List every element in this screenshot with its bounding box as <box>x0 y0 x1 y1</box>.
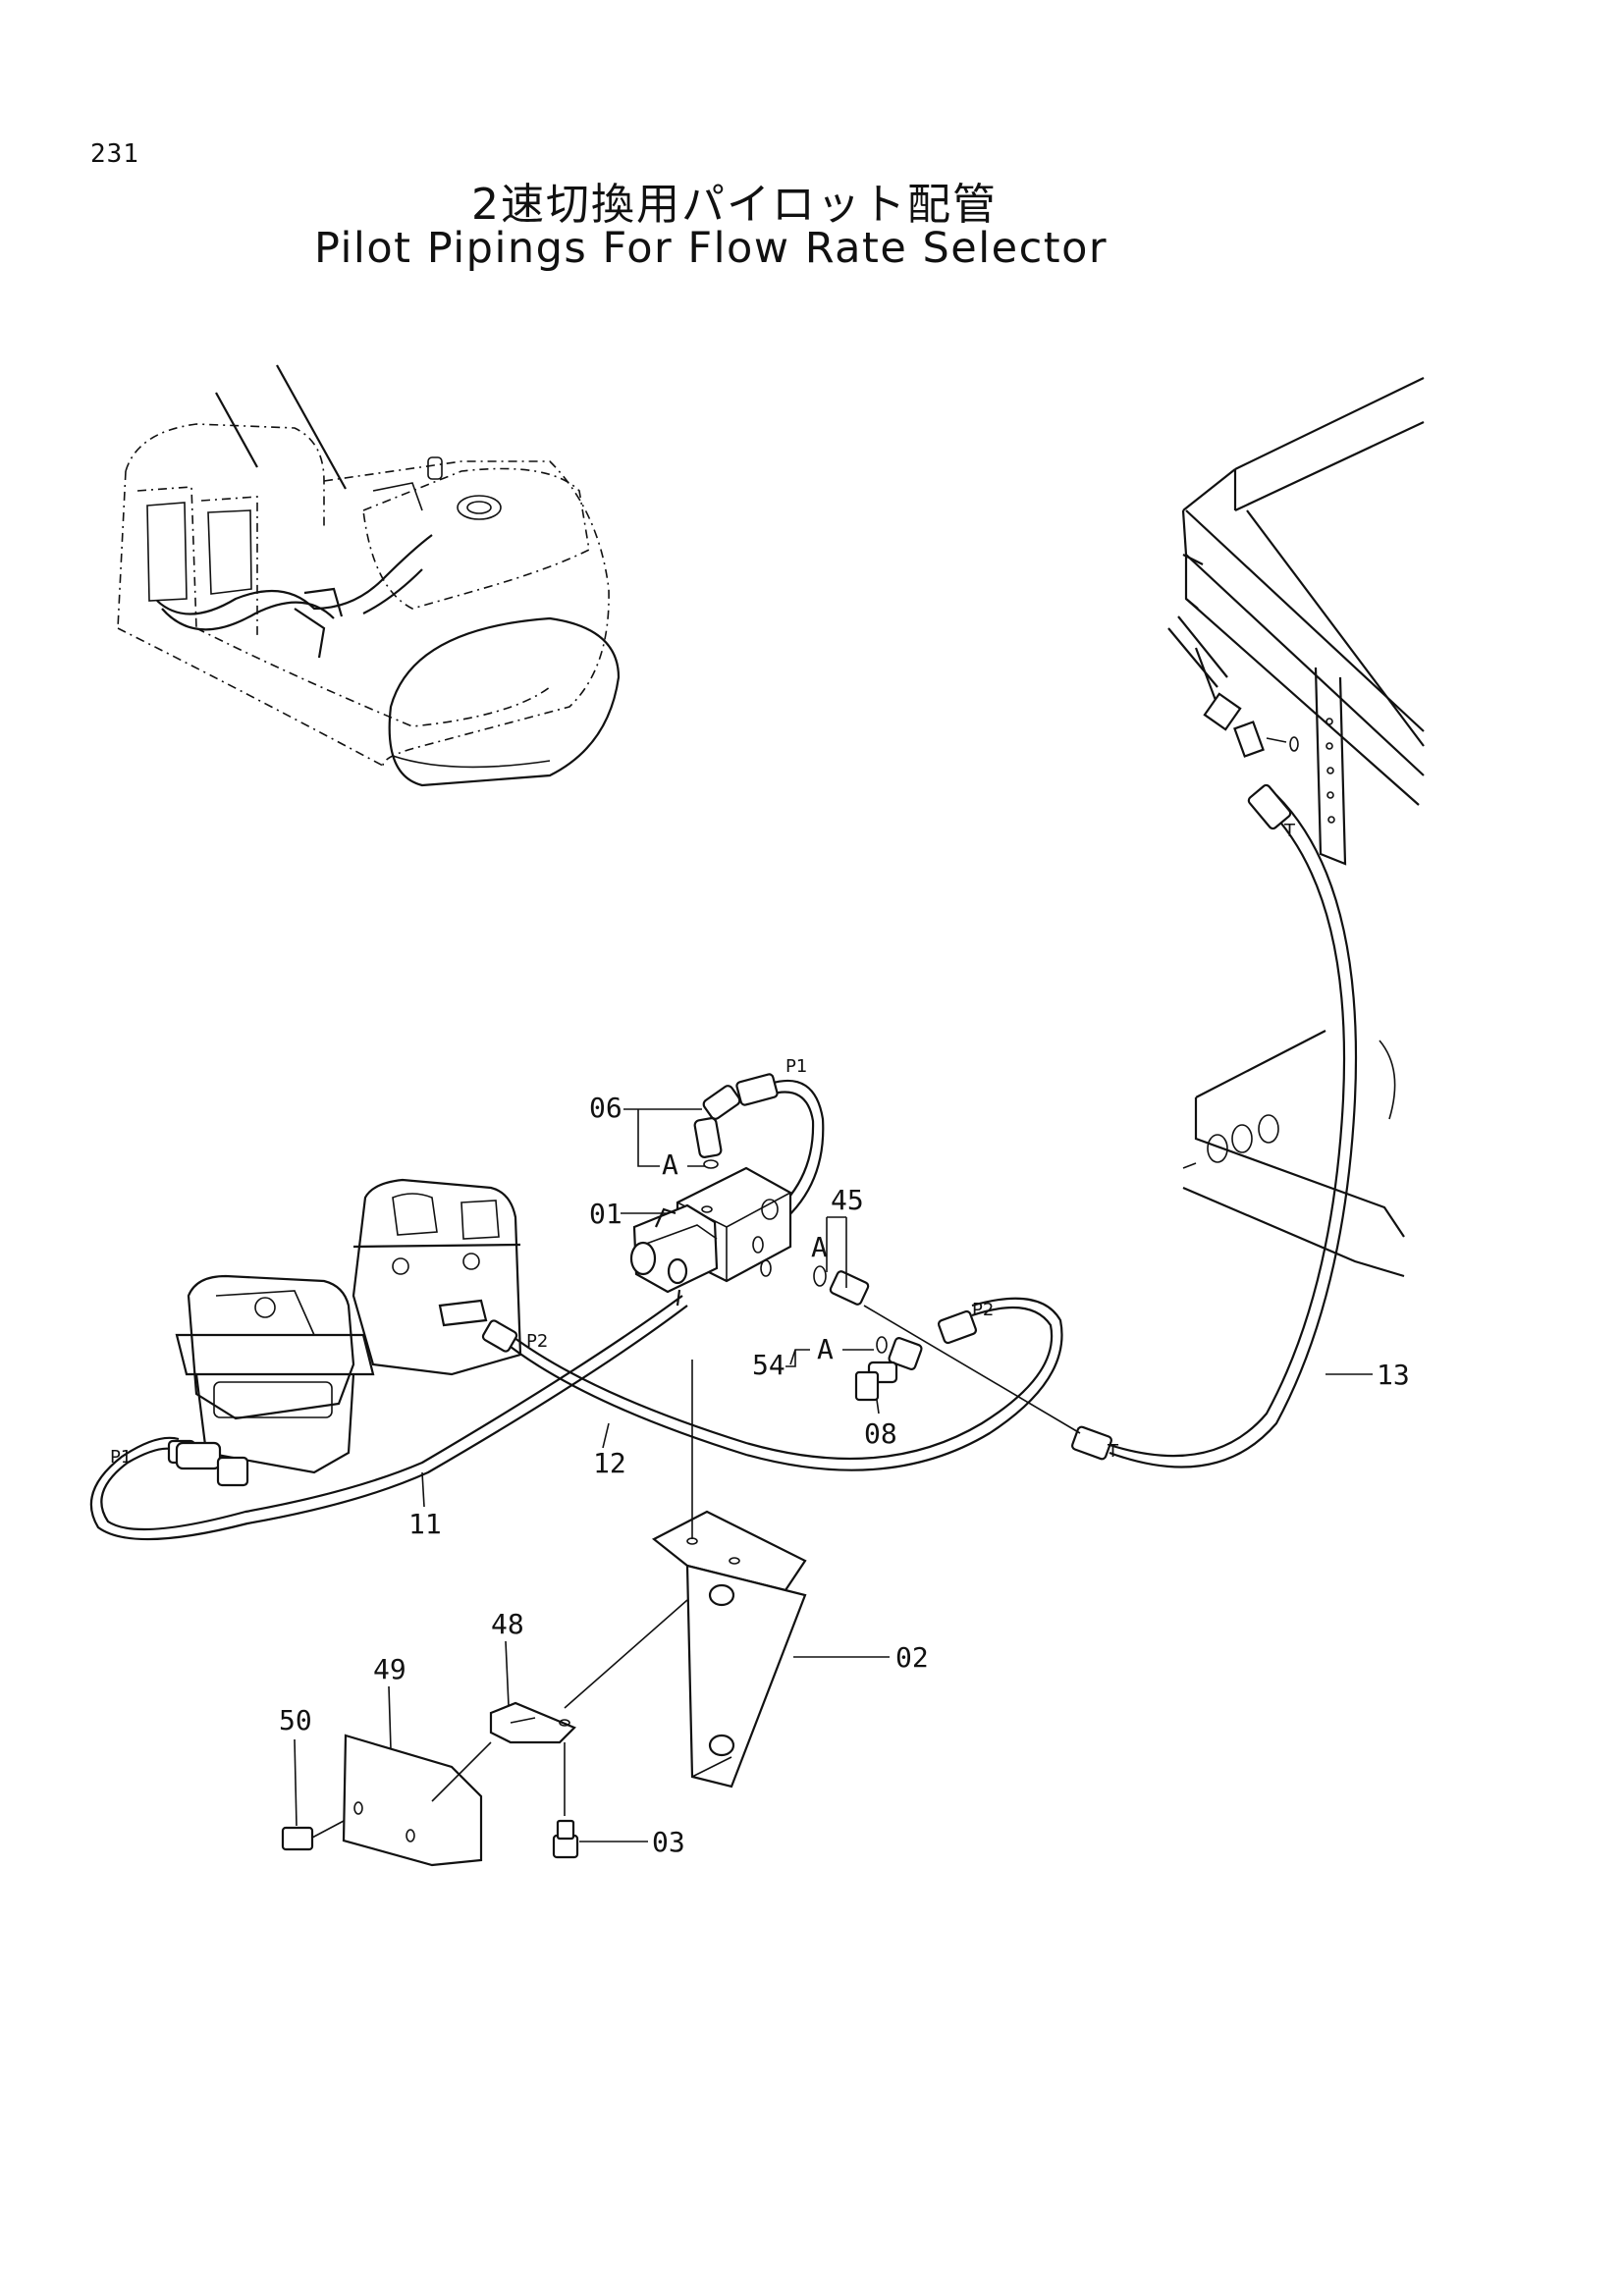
port-a-06: A <box>662 1148 678 1181</box>
callout-48: 48 <box>491 1608 524 1640</box>
solenoid-valve-01 <box>629 1166 792 1307</box>
port-t-hose: T <box>1107 1441 1119 1462</box>
hose-11 <box>89 1295 688 1541</box>
callout-11: 11 <box>408 1508 442 1540</box>
port-p1-top: P1 <box>785 1056 807 1077</box>
pump-illustration <box>175 1178 522 1487</box>
page-number: 231 <box>90 139 139 169</box>
port-a-54: A <box>817 1333 834 1365</box>
callout-50: 50 <box>279 1704 312 1736</box>
machine-frame-illustration <box>1167 377 1425 1278</box>
port-p2-valve: P2 <box>972 1300 994 1320</box>
callout-08: 08 <box>864 1417 897 1450</box>
callout-49: 49 <box>373 1653 406 1685</box>
port-labels: P1 P1 P2 P2 T T A A A <box>110 821 1296 1468</box>
callout-13: 13 <box>1377 1359 1410 1391</box>
bolt-03 <box>552 1819 579 1859</box>
port-p1-left: P1 <box>110 1447 132 1468</box>
hose-13 <box>1071 783 1358 1468</box>
callout-03: 03 <box>652 1826 685 1858</box>
callout-12: 12 <box>593 1447 626 1479</box>
bracket-02 <box>651 1360 807 1789</box>
excavator-overview-illustration <box>117 364 621 787</box>
title-japanese: 2速切換用パイロット配管 <box>471 180 998 230</box>
port-a-45: A <box>811 1231 828 1263</box>
title-english: Pilot Pipings For Flow Rate Selector <box>314 224 1109 273</box>
hose-12 <box>481 1297 1063 1471</box>
port-t-frame: T <box>1283 821 1296 841</box>
fitting-06-elbow <box>693 1085 741 1169</box>
callout-labels: 06 01 45 54 08 12 11 13 02 48 49 50 03 <box>279 1092 1410 1858</box>
cover-plate-49 <box>342 1734 492 1867</box>
callout-leaders <box>294 1108 1373 1842</box>
bolt-50 <box>281 1820 345 1851</box>
bracket-48 <box>489 1599 688 1816</box>
callout-54: 54 <box>752 1349 785 1381</box>
fitting-45 <box>813 1265 870 1306</box>
callout-01: 01 <box>589 1198 622 1230</box>
callout-02: 02 <box>895 1641 929 1674</box>
callout-45: 45 <box>831 1184 864 1216</box>
port-p2-pump: P2 <box>526 1331 548 1352</box>
fitting-54-and-plug-08 <box>854 1336 923 1402</box>
callout-06: 06 <box>589 1092 622 1124</box>
